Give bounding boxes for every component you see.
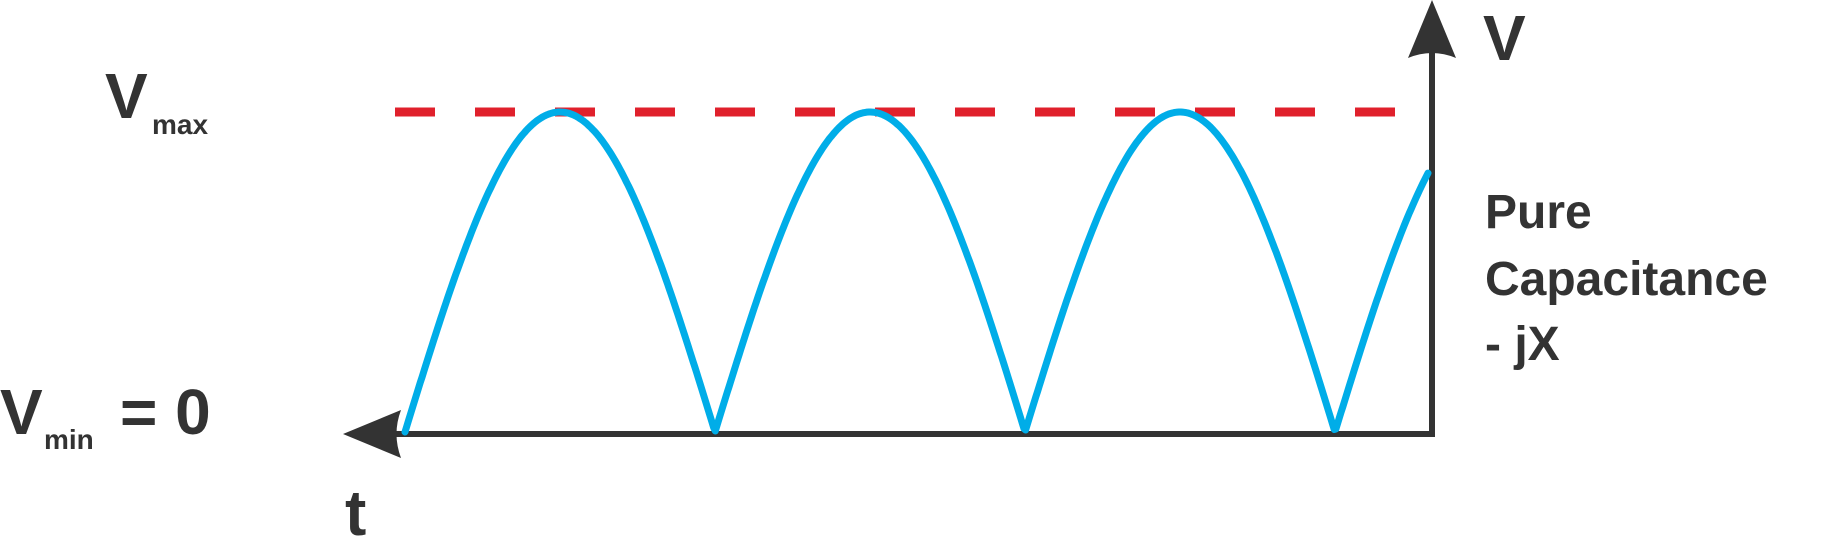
voltage-axis-arrow-icon xyxy=(1408,0,1456,58)
circuit-description: Pure Capacitance - jX xyxy=(1485,186,1768,371)
vmin-symbol: V xyxy=(0,376,43,448)
description-line-1: Pure xyxy=(1485,186,1592,239)
vmax-label: V max xyxy=(105,60,208,140)
vmax-symbol: V xyxy=(105,60,148,132)
rectified-waveform xyxy=(401,108,1432,436)
time-axis-label: t xyxy=(345,477,366,538)
time-axis-arrow-icon xyxy=(343,410,401,458)
vmax-subscript: max xyxy=(152,109,208,140)
description-line-3: - jX xyxy=(1485,318,1560,371)
voltage-axis-label: V xyxy=(1483,2,1526,74)
vmin-equals-zero: = 0 xyxy=(120,376,211,448)
description-line-2: Capacitance xyxy=(1485,253,1768,306)
vmin-label: V min = 0 xyxy=(0,376,211,455)
axes xyxy=(343,0,1456,458)
vmin-subscript: min xyxy=(44,424,94,455)
